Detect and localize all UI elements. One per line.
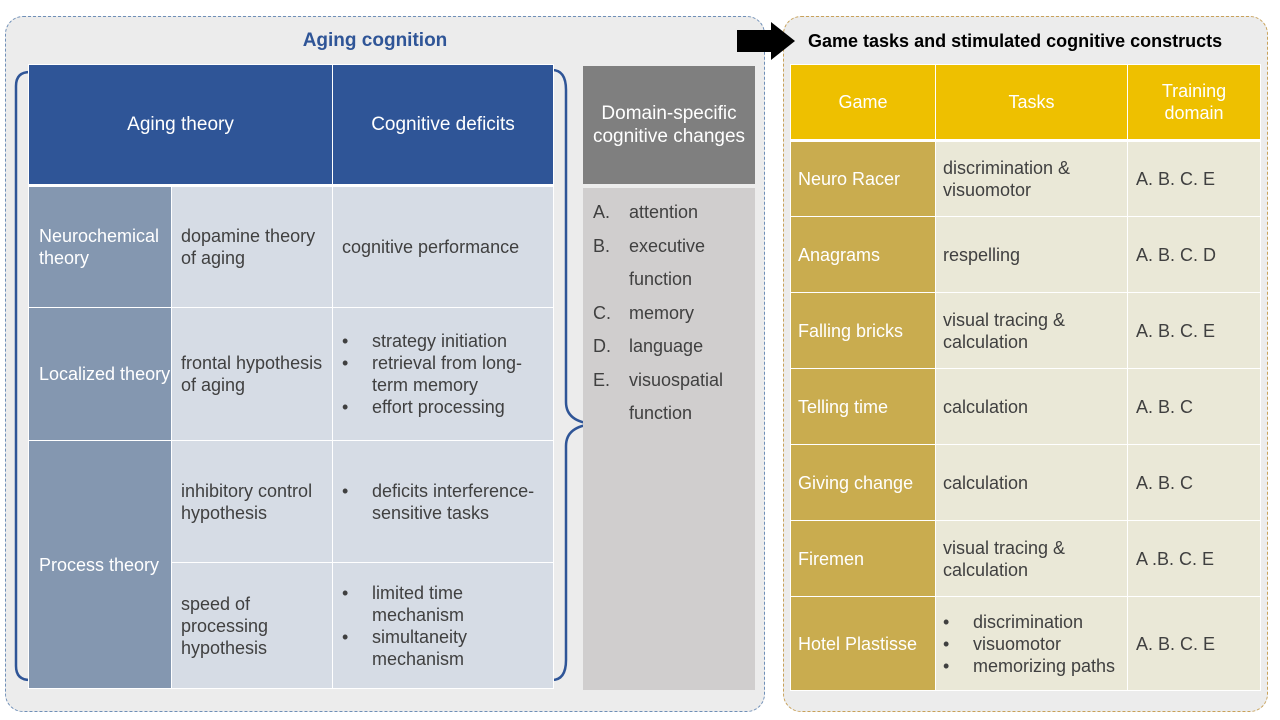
table-row: Neuro Racer discrimination & visuomotor … (790, 140, 1261, 217)
aging-theory-header: Aging theory (28, 64, 333, 187)
item-text: memory (629, 302, 695, 323)
list-item: C. memory (583, 297, 755, 331)
list-item: A. attention (583, 196, 755, 230)
deficit-item: retrieval from long-term memory (342, 352, 553, 396)
sub-theory-cell: frontal hypothesis of aging (171, 307, 333, 441)
deficit-item: limited time mechanism (342, 582, 553, 626)
deficit-cell: strategy initiation retrieval from long-… (332, 307, 554, 441)
item-letter: C. (593, 302, 611, 323)
table-row: Neurochemical theory dopamine theory of … (28, 185, 554, 308)
game-name-cell: Telling time (790, 368, 936, 445)
table-row: Localized theory frontal hypothesis of a… (28, 307, 554, 441)
sub-theory-cell: inhibitory control hypothesis (171, 440, 333, 563)
deficit-cell: limited time mechanism simultaneity mech… (332, 562, 554, 689)
item-text: language (629, 336, 704, 356)
task-item: discrimination (943, 611, 1127, 633)
task-cell: calculation (935, 368, 1128, 445)
game-name-cell: Neuro Racer (790, 140, 936, 217)
table-row: Hotel Plastisse discrimination visuomoto… (790, 596, 1261, 691)
training-domain-header: Training domain (1127, 64, 1261, 142)
item-letter: E. (593, 369, 611, 390)
domain-cell: A. B. C. E (1127, 596, 1261, 691)
task-cell: visual tracing & calculation (935, 520, 1128, 597)
domain-cell: A. B. C. E (1127, 140, 1261, 217)
game-header: Game (790, 64, 936, 142)
deficit-cell: deficits interference-sensitive tasks (332, 440, 554, 563)
deficit-item: deficits interference-sensitive tasks (342, 480, 553, 524)
cognitive-deficits-header: Cognitive deficits (332, 64, 554, 187)
deficit-item: effort processing (342, 396, 553, 418)
task-cell: discrimination visuomotor memorizing pat… (935, 596, 1128, 691)
sub-theory-cell: dopamine theory of aging (171, 185, 333, 308)
deficit-cell: cognitive performance (332, 185, 554, 308)
task-item: visuomotor (943, 633, 1127, 655)
aging-theory-table: Aging theory Cognitive deficits Neuroche… (28, 64, 554, 689)
item-letter: D. (593, 336, 611, 356)
task-cell: discrimination & visuomotor (935, 140, 1128, 217)
list-item: D. language (583, 330, 755, 364)
game-name-cell: Anagrams (790, 216, 936, 293)
arrow-right-icon (737, 22, 795, 60)
aging-cognition-title: Aging cognition (302, 30, 448, 51)
game-name-cell: Giving change (790, 444, 936, 521)
game-tasks-title: Game tasks and stimulated cognitive cons… (808, 31, 1223, 51)
item-letter: B. (593, 235, 611, 256)
task-cell: respelling (935, 216, 1128, 293)
table-row: Giving change calculation A. B. C (790, 444, 1261, 521)
table-row: speed of processing hypothesis limited t… (29, 562, 554, 689)
item-text: executive function (629, 235, 706, 290)
game-tasks-table: Game Tasks Training domain Neuro Racer d… (790, 64, 1261, 691)
table-row: Firemen visual tracing & calculation A .… (790, 520, 1261, 597)
theory-cell: Neurochemical theory (28, 185, 172, 308)
task-item: memorizing paths (943, 655, 1127, 677)
tasks-header: Tasks (935, 64, 1128, 142)
domain-cell: A. B. C. E (1127, 292, 1261, 369)
deficit-item: strategy initiation (342, 330, 553, 352)
item-text: attention (629, 202, 699, 222)
table-row: Falling bricks visual tracing & calculat… (790, 292, 1261, 369)
game-name-cell: Firemen (790, 520, 936, 597)
theory-cell: Localized theory (28, 307, 172, 441)
table-row: Telling time calculation A. B. C (790, 368, 1261, 445)
domain-specific-header: Domain-specific cognitive changes (583, 66, 755, 184)
deficit-item: simultaneity mechanism (342, 626, 553, 670)
theory-cell: Process theory (28, 440, 172, 689)
task-cell: calculation (935, 444, 1128, 521)
list-item: E. visuospatial function (583, 364, 733, 431)
domain-cell: A .B. C. E (1127, 520, 1261, 597)
left-bracket-icon (14, 70, 31, 682)
domain-list: A. attention B. executive function C. memor… (583, 188, 755, 690)
domain-cell: A. B. C (1127, 444, 1261, 521)
game-name-cell: Hotel Plastisse (790, 596, 936, 691)
game-name-cell: Falling bricks (790, 292, 936, 369)
table-row: Anagrams respelling A. B. C. D (790, 216, 1261, 293)
sub-theory-cell: speed of processing hypothesis (171, 562, 333, 689)
item-letter: A. (593, 202, 611, 222)
list-item: B. executive function (583, 230, 723, 297)
table-row: Process theory inhibitory control hypoth… (28, 440, 554, 689)
domain-cell: A. B. C. D (1127, 216, 1261, 293)
domain-cell: A. B. C (1127, 368, 1261, 445)
task-cell: visual tracing & calculation (935, 292, 1128, 369)
item-text: visuospatial function (629, 369, 724, 424)
